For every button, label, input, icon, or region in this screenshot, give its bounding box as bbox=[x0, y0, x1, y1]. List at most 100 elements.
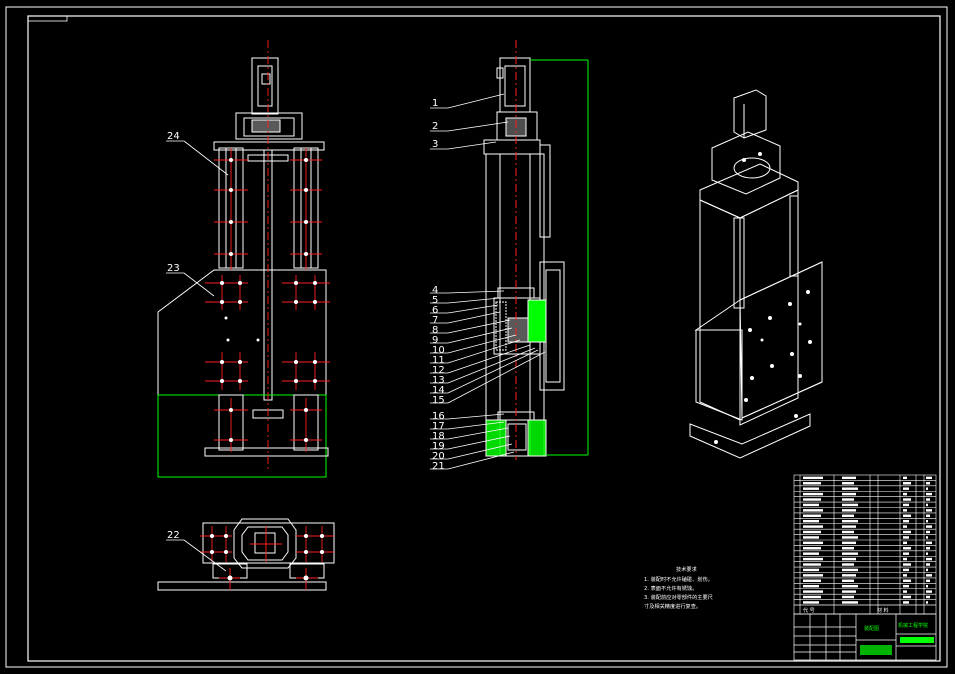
callout-24: 24 bbox=[167, 131, 180, 142]
parts-entry-mark bbox=[803, 530, 821, 534]
parts-entry-mark bbox=[926, 595, 930, 599]
parts-entry-mark bbox=[926, 530, 930, 534]
parts-entry-mark bbox=[842, 536, 858, 539]
parts-entry-mark bbox=[803, 492, 823, 496]
inner-frame bbox=[27, 15, 941, 662]
parts-entry-mark bbox=[926, 514, 930, 517]
parts-entry-mark bbox=[926, 476, 932, 480]
callout-1: 1 bbox=[432, 98, 438, 109]
front-view bbox=[157, 40, 330, 478]
callout-21: 21 bbox=[432, 461, 445, 472]
parts-list bbox=[793, 474, 937, 615]
parts-entry-mark bbox=[803, 590, 823, 593]
parts-entry-mark bbox=[842, 547, 854, 550]
tech-line-2: 2. 表面不允许有锈蚀。 bbox=[644, 584, 697, 592]
parts-entry-mark bbox=[803, 525, 823, 528]
parts-entry-mark bbox=[926, 574, 932, 577]
parts-entry-mark bbox=[803, 482, 821, 485]
parts-entry-mark bbox=[803, 584, 819, 588]
parts-entry-mark bbox=[803, 557, 823, 561]
parts-entry-mark bbox=[842, 530, 854, 534]
callout-11: 11 bbox=[432, 355, 445, 366]
parts-entry-mark bbox=[926, 601, 928, 604]
parts-entry-mark bbox=[803, 541, 823, 545]
drawing-name: 装配图 bbox=[864, 625, 879, 632]
parts-entry-mark bbox=[926, 568, 928, 572]
parts-entry-mark bbox=[803, 498, 821, 501]
parts-entry-mark bbox=[803, 509, 823, 512]
parts-entry-mark bbox=[903, 503, 909, 507]
parts-entry-mark bbox=[842, 498, 854, 501]
parts-entry-mark bbox=[803, 568, 819, 572]
parts-entry-mark bbox=[803, 476, 823, 480]
parts-entry-mark bbox=[803, 552, 819, 555]
parts-entry-mark bbox=[803, 595, 821, 599]
parts-entry-mark bbox=[842, 492, 856, 496]
parts-entry-mark bbox=[926, 547, 930, 550]
parts-entry-mark bbox=[803, 519, 819, 523]
top-view bbox=[157, 518, 335, 591]
section-callouts: 1 2 3 4 5 6 7 8 9 10 11 12 13 14 15 16 1… bbox=[432, 98, 445, 472]
parts-entry-mark bbox=[926, 563, 930, 566]
parts-entry-mark bbox=[842, 563, 854, 566]
parts-entry-mark bbox=[903, 574, 907, 577]
label-material: 材 料 bbox=[877, 607, 889, 614]
parts-entry-mark bbox=[842, 557, 856, 561]
parts-entry-mark bbox=[926, 498, 930, 501]
parts-entry-mark bbox=[842, 590, 856, 593]
callout-8: 8 bbox=[432, 325, 438, 336]
parts-entry-mark bbox=[926, 579, 930, 582]
parts-entry-mark bbox=[903, 590, 907, 593]
parts-entry-mark bbox=[842, 595, 854, 599]
institution-name: 机械工程学院 bbox=[898, 622, 928, 629]
section-leaders bbox=[430, 93, 546, 470]
callout-16: 16 bbox=[432, 411, 445, 422]
parts-entry-mark bbox=[903, 519, 909, 523]
callout-10: 10 bbox=[432, 345, 445, 356]
parts-entry-mark bbox=[926, 482, 930, 485]
parts-entry-mark bbox=[903, 530, 911, 534]
tech-line-3: 3. 装配前应对零部件的主要尺 bbox=[644, 593, 713, 601]
callout-18: 18 bbox=[432, 431, 445, 442]
parts-entry-mark bbox=[926, 503, 928, 507]
tech-line-1: 1. 装配时不允许磕碰、划伤。 bbox=[644, 575, 713, 583]
parts-entry-mark bbox=[803, 536, 819, 539]
parts-entry-mark bbox=[903, 536, 909, 539]
callout-4: 4 bbox=[432, 285, 438, 296]
parts-entry-mark bbox=[803, 503, 819, 507]
tech-title: 技术要求 bbox=[676, 565, 698, 573]
parts-entry-mark bbox=[926, 557, 932, 561]
label-code: 代 号 bbox=[803, 607, 815, 614]
callout-15: 15 bbox=[432, 395, 445, 406]
parts-entry-mark bbox=[903, 547, 911, 550]
parts-entry-mark bbox=[903, 568, 909, 572]
parts-entry-mark bbox=[803, 563, 821, 566]
callout-6: 6 bbox=[432, 305, 438, 316]
parts-entry-mark bbox=[842, 601, 858, 604]
parts-entry-mark bbox=[903, 595, 911, 599]
callout-14: 14 bbox=[432, 385, 445, 396]
parts-entry-mark bbox=[842, 514, 854, 517]
section-view bbox=[483, 40, 589, 460]
parts-entry-mark bbox=[842, 541, 856, 545]
parts-entry-mark bbox=[842, 525, 856, 528]
corner-tag bbox=[27, 15, 68, 22]
parts-entry-mark bbox=[903, 584, 909, 588]
callout-3: 3 bbox=[432, 139, 438, 150]
front-leaders bbox=[166, 140, 229, 572]
parts-entry-mark bbox=[903, 601, 909, 604]
parts-entry-mark bbox=[842, 519, 858, 523]
parts-entry-mark bbox=[903, 579, 911, 582]
parts-entry-mark bbox=[842, 509, 856, 512]
parts-entry-mark bbox=[803, 487, 819, 490]
parts-entry-mark bbox=[803, 601, 819, 604]
parts-entry-mark bbox=[926, 541, 932, 545]
parts-entry-mark bbox=[842, 579, 854, 582]
parts-entry-mark bbox=[903, 563, 911, 566]
parts-entry-mark bbox=[926, 509, 932, 512]
parts-entry-mark bbox=[842, 584, 858, 588]
parts-entry-mark bbox=[803, 547, 821, 550]
parts-entry-mark bbox=[842, 574, 856, 577]
parts-entry-mark bbox=[903, 541, 907, 545]
